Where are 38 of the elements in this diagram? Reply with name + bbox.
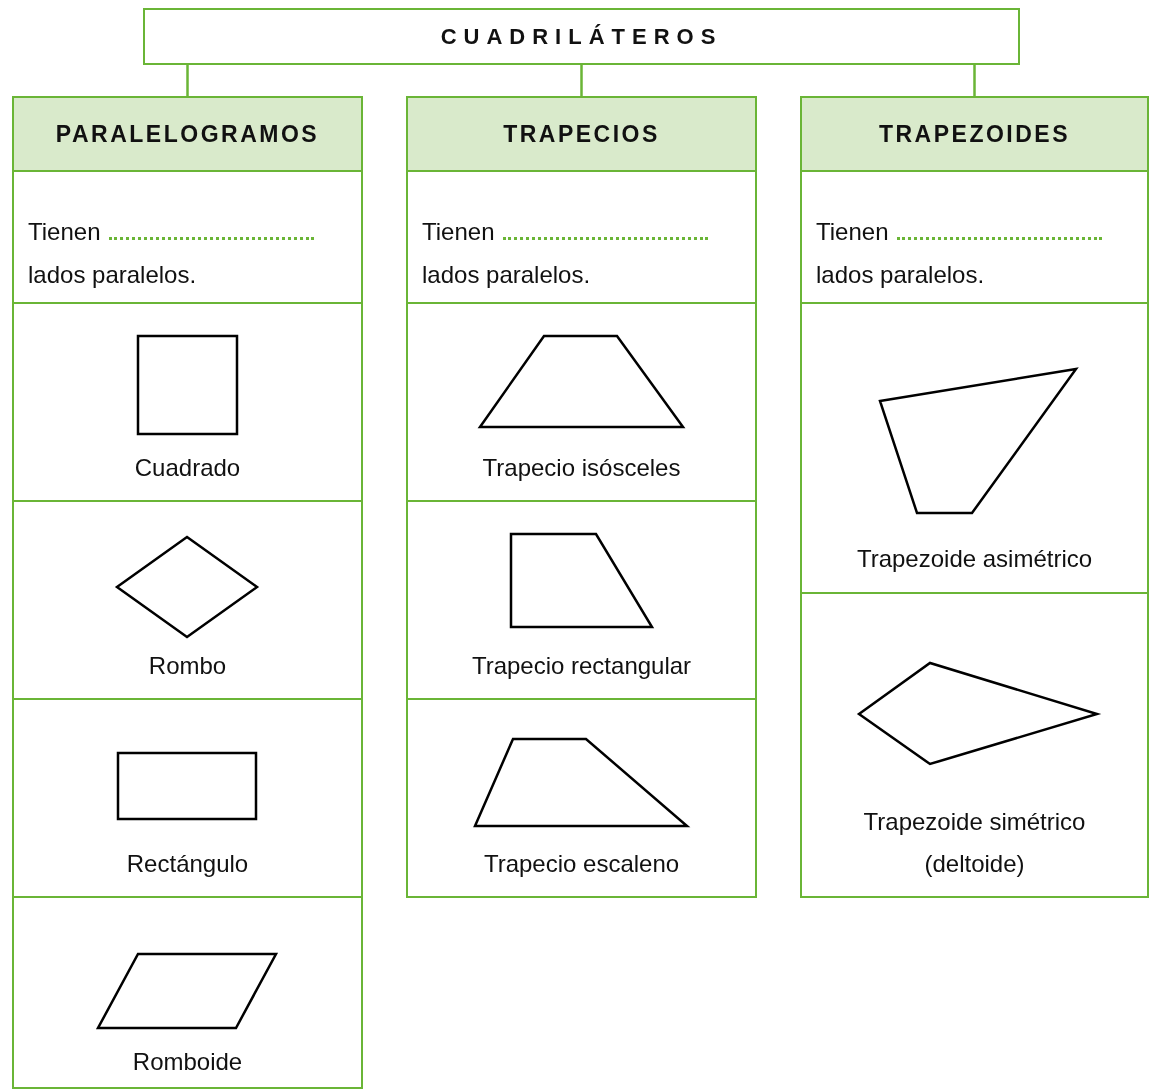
category-header [406,96,757,172]
text-cell [12,170,363,304]
text-cell [406,170,757,304]
shape-cell [12,698,363,898]
category-label: TRAPECIOS [503,120,660,148]
connector-line [973,65,976,96]
shape-name: Trapezoide asimétrico [855,544,1094,574]
cell-text: lados paralelos. [422,261,591,288]
shape-name: Romboide [131,1047,244,1077]
shape-name: Cuadrado [133,453,242,483]
shape-cell [12,500,363,700]
shape-name: Rombo [147,651,228,681]
connector-line [186,65,189,96]
cell-text: Tienen [816,218,889,245]
connector-line [580,65,583,96]
node-label: CUADRILÁTEROS [440,23,723,50]
shape-cell [12,896,363,1089]
shape-name: Trapecio escaleno [482,849,681,879]
shape-name: Trapecio rectangular [470,651,693,681]
shape-name: Trapecio isósceles [481,453,682,483]
category-header [800,96,1149,172]
shape-cell [12,302,363,502]
cell-text: Tienen [28,218,101,245]
shape-name: Rectángulo [125,849,250,879]
category-label: PARALELOGRAMOS [55,120,320,148]
shape-cell [800,592,1149,898]
text-cell [800,170,1149,304]
cell-text: lados paralelos. [28,261,197,288]
shape-name: Trapezoide simétrico (deltoide) [862,807,1087,879]
title-box [143,8,1020,65]
shape-cell [406,302,757,502]
cell-text: lados paralelos. [816,261,985,288]
category-label: TRAPEZOIDES [878,120,1071,148]
shape-cell [406,500,757,700]
shape-cell [406,698,757,898]
cell-text: Tienen [422,218,495,245]
category-header [12,96,363,172]
shape-cell [800,302,1149,594]
